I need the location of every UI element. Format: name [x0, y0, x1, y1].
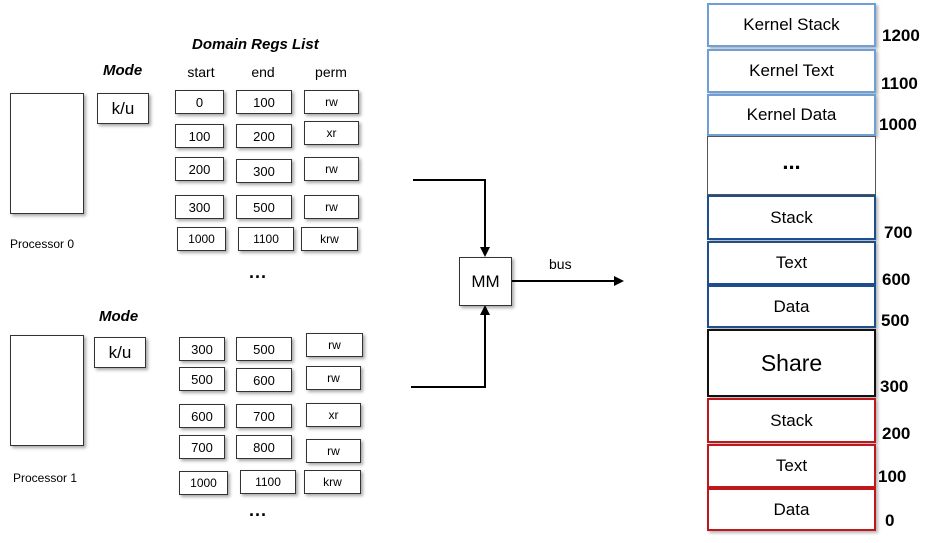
address-200: 200 [882, 424, 911, 443]
p0-row4-perm: rw [304, 195, 359, 219]
arrow-p0-to-mm [413, 179, 490, 257]
p0-row2-perm: xr [304, 121, 359, 145]
bus-label: bus [549, 256, 572, 272]
p1-more-rows: ... [249, 500, 268, 520]
p1-row4-perm: rw [306, 439, 361, 463]
p1-row5-start: 1000 [179, 471, 228, 495]
mem-p1-stack: Stack [707, 195, 876, 240]
mem-gap: ... [707, 136, 876, 195]
processor1-mode-value: k/u [108, 342, 132, 362]
p1-row2-start: 500 [179, 367, 225, 391]
p1-row1-start: 300 [179, 337, 225, 361]
p0-row3-end: 300 [236, 159, 292, 183]
processor1-mode-title: Mode [99, 308, 139, 325]
mem-kernel-stack: Kernel Stack [707, 3, 876, 47]
p1-row4-end: 800 [236, 435, 292, 459]
p1-row3-perm: xr [306, 403, 361, 427]
p0-row2-start: 100 [175, 124, 224, 148]
address-300: 300 [880, 377, 909, 396]
mem-p0-text: Text [707, 444, 876, 488]
p0-row4-end: 500 [236, 195, 292, 219]
address-1100: 1100 [881, 74, 918, 93]
address-500: 500 [881, 311, 910, 330]
address-1000: 1000 [879, 115, 917, 134]
arrow-p1-to-mm [411, 305, 490, 388]
mem-p1-text: Text [707, 241, 876, 285]
mem-p0-stack: Stack [707, 398, 876, 443]
p0-row1-perm: rw [304, 90, 359, 114]
address-700: 700 [884, 223, 913, 242]
mem-p1-data: Data [707, 285, 876, 328]
p1-row1-perm: rw [306, 333, 363, 357]
p0-row2-end: 200 [236, 124, 292, 148]
p1-row3-end: 700 [236, 404, 292, 428]
domain-regs-title: Domain Regs List [192, 36, 319, 53]
column-header-perm: perm [315, 64, 347, 80]
address-100: 100 [878, 467, 907, 486]
p1-row1-end: 500 [236, 337, 292, 361]
p1-row4-start: 700 [179, 435, 225, 459]
mem-share: Share [707, 329, 876, 397]
p1-row5-perm: krw [304, 470, 361, 494]
processor0-box [10, 93, 84, 214]
p0-row5-start: 1000 [177, 227, 226, 251]
p0-row3-start: 200 [175, 157, 224, 181]
column-header-end: end [251, 64, 275, 80]
memory-manager-box: MM [459, 257, 512, 306]
p1-row5-end: 1100 [240, 470, 296, 494]
p1-row2-perm: rw [306, 366, 361, 390]
p1-row2-end: 600 [236, 368, 292, 392]
address-600: 600 [882, 270, 911, 289]
p0-more-rows: ... [249, 262, 268, 282]
processor1-label: Processor 1 [13, 471, 78, 485]
processor0-label: Processor 0 [10, 237, 75, 251]
p0-row1-start: 0 [175, 90, 224, 114]
p0-row4-start: 300 [175, 195, 224, 219]
column-header-start: start [187, 64, 215, 80]
processor0-mode-box: k/u [97, 93, 149, 124]
p0-row5-perm: krw [301, 227, 358, 251]
address-1200: 1200 [882, 26, 920, 45]
p0-row5-end: 1100 [238, 227, 294, 251]
mem-kernel-text: Kernel Text [707, 49, 876, 93]
processor1-box [10, 335, 84, 446]
memory-manager-label: MM [471, 271, 500, 291]
processor0-mode-value: k/u [111, 98, 135, 118]
processor0-mode-title: Mode [103, 62, 143, 79]
mem-kernel-data: Kernel Data [707, 94, 876, 136]
address-0: 0 [885, 511, 895, 530]
processor1-mode-box: k/u [94, 337, 146, 368]
p0-row3-perm: rw [304, 157, 359, 181]
mem-p0-data: Data [707, 488, 876, 531]
p0-row1-end: 100 [236, 90, 292, 114]
p1-row3-start: 600 [179, 404, 225, 428]
